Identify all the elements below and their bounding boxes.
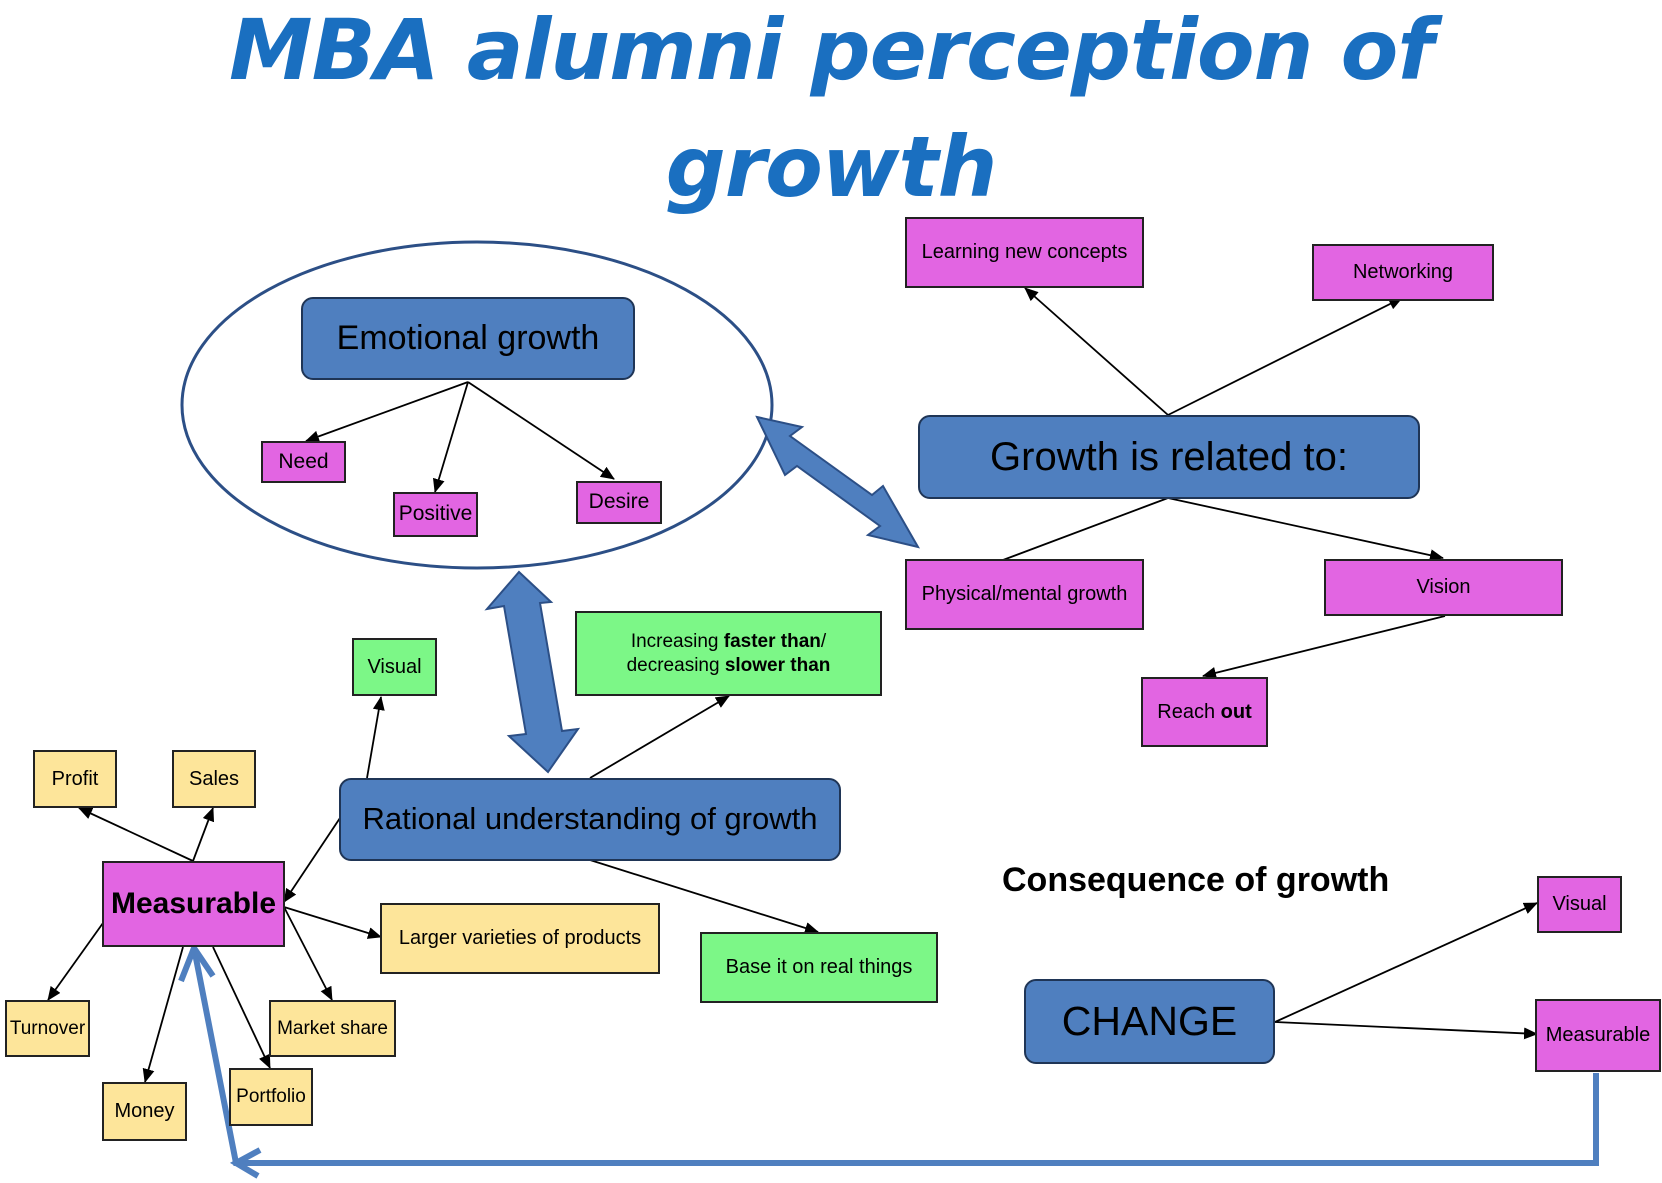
arrow-measurable-turnover	[47, 922, 104, 1001]
arrow-measurable-money	[142, 946, 184, 1083]
double-arrow-emotional-growth-related	[755, 415, 921, 549]
page-title-line-1: MBA alumni perception of	[229, 1, 1434, 99]
node-portfolio: Portfolio	[229, 1068, 313, 1126]
node-visual-right: Visual	[1537, 876, 1622, 933]
node-market-share: Market share	[269, 1000, 396, 1057]
increasing-text: Increasing faster than/ decreasing slowe…	[626, 630, 831, 676]
arrow-emotional-need	[305, 381, 469, 443]
node-measurable-right: Measurable	[1535, 999, 1661, 1072]
emotional-growth-ellipse	[180, 240, 774, 570]
node-learning-new-concepts: Learning new concepts	[905, 217, 1144, 288]
double-arrow-emotional-rational	[484, 570, 581, 774]
arrow-change-measurable	[1274, 1021, 1538, 1040]
arrow-growth-learning	[1024, 287, 1169, 416]
arrow-rational-visual	[366, 696, 385, 779]
node-need: Need	[261, 441, 346, 483]
arrow-measurable-sales	[192, 807, 215, 862]
node-sales: Sales	[172, 750, 256, 808]
node-increasing-decreasing: Increasing faster than/ decreasing slowe…	[575, 611, 882, 696]
measurable-main-label: Measurable	[110, 887, 277, 921]
node-emotional-growth: Emotional growth	[301, 297, 635, 380]
node-larger-varieties: Larger varieties of products	[380, 903, 660, 974]
arrow-rational-base	[589, 859, 819, 934]
node-vision: Vision	[1324, 559, 1563, 616]
node-desire: Desire	[576, 481, 662, 524]
consequence-of-growth-label: Consequence of growth	[1002, 861, 1390, 899]
node-visual-green: Visual	[352, 638, 437, 696]
node-rational-understanding: Rational understanding of growth	[339, 778, 841, 861]
arrow-growth-networking	[1167, 297, 1403, 416]
node-change: CHANGE	[1024, 979, 1275, 1064]
node-base-it-on-real-things: Base it on real things	[700, 932, 938, 1003]
node-profit: Profit	[33, 750, 117, 808]
reach-out-text: Reach out	[1157, 700, 1252, 723]
node-physical-mental-growth: Physical/mental growth	[905, 559, 1144, 630]
node-money: Money	[102, 1082, 187, 1141]
page-title-line-2: growth	[665, 118, 998, 216]
node-reach-out: Reach out	[1141, 677, 1268, 747]
arrow-growth-vision	[1167, 497, 1444, 562]
feedback-arrow	[178, 941, 1599, 1179]
arrow-vision-reachout	[1202, 615, 1446, 679]
arrow-rational-measurable	[283, 817, 341, 903]
connector-arrows	[47, 287, 1538, 1083]
arrow-measurable-profit	[78, 807, 194, 862]
arrow-measurable-marketshare	[283, 906, 333, 1001]
arrow-emotional-desire	[467, 381, 615, 480]
node-measurable-main: Measurable	[102, 861, 285, 947]
arrow-change-visual	[1274, 902, 1538, 1023]
arrow-measurable-portfolio	[212, 946, 271, 1069]
node-turnover: Turnover	[5, 1000, 90, 1057]
node-growth-related: Growth is related to:	[918, 415, 1420, 499]
node-positive: Positive	[393, 492, 478, 537]
arrow-measurable-larger	[283, 906, 382, 939]
node-networking: Networking	[1312, 244, 1494, 301]
arrow-rational-increasing	[589, 695, 730, 779]
arrow-growth-physical	[1002, 497, 1169, 561]
arrow-emotional-positive	[432, 381, 469, 493]
